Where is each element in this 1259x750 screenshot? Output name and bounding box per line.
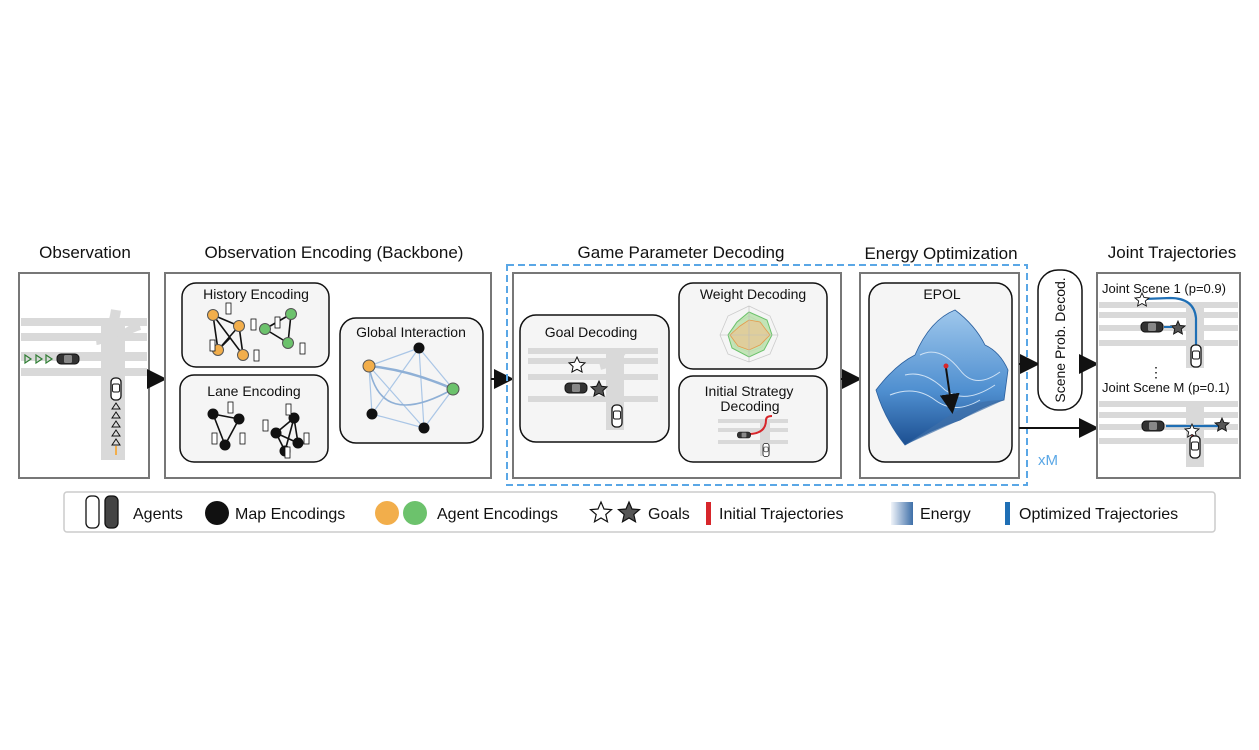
joint-scene-1-label: Joint Scene 1 (p=0.9)	[1102, 281, 1226, 296]
legend: Agents Map Encodings Agent Encodings Goa…	[63, 491, 1216, 533]
energy-surface-icon	[875, 309, 1009, 446]
history-triangles-icon	[24, 353, 54, 365]
feature-stack-icon	[209, 302, 306, 362]
global-interaction-label: Global Interaction	[356, 324, 466, 340]
initial-traj-legend-icon	[706, 502, 711, 525]
weight-decoding-label: Weight Decoding	[700, 286, 806, 302]
legend-agent-encodings: Agent Encodings	[437, 506, 558, 523]
car-white-icon	[110, 377, 122, 401]
car-black-icon	[56, 353, 80, 365]
scene-prob-box: Scene Prob. Decod.	[1037, 269, 1083, 411]
goal-star-white-icon	[567, 355, 587, 373]
radar-chart-icon	[719, 305, 779, 363]
legend-agents: Agents	[133, 506, 183, 523]
goal-decoding-box: Goal Decoding	[519, 314, 670, 443]
agent-node-icon	[207, 308, 297, 361]
history-encoding-box: History Encoding	[181, 282, 330, 368]
optimized-trajectory-icon	[1141, 296, 1198, 345]
lane-encoding-box: Lane Encoding	[179, 374, 329, 463]
stage-title-encoding: Observation Encoding (Backbone)	[205, 243, 464, 262]
energy-legend-icon	[891, 502, 913, 525]
legend-map: Map Encodings	[235, 506, 345, 523]
legend-goals: Goals	[648, 506, 690, 523]
weight-decoding-box: Weight Decoding	[678, 282, 828, 370]
legend-energy: Energy	[920, 506, 971, 523]
initial-trajectory-icon	[747, 415, 773, 435]
joint-panel: Joint Scene 1 (p=0.9) ⋮ Joint Scene M (p…	[1096, 272, 1241, 479]
history-encoding-label: History Encoding	[203, 286, 309, 302]
initial-strategy-label-1: Initial Strategy	[705, 383, 794, 399]
legend-optimized: Optimized Trajectories	[1019, 506, 1178, 523]
map-encoding-legend-icon	[205, 501, 229, 525]
agent-encoding-green-icon	[403, 501, 427, 525]
joint-scene-m-label: Joint Scene M (p=0.1)	[1102, 380, 1230, 395]
lane-encoding-label: Lane Encoding	[207, 383, 300, 399]
history-triangles-vertical-icon	[111, 402, 121, 446]
energy-panel: EPOL	[859, 272, 1020, 479]
goal-star-dark-icon	[589, 379, 609, 397]
agents-legend-icon	[85, 495, 119, 529]
observation-panel	[18, 272, 150, 479]
legend-initial: Initial Trajectories	[719, 506, 844, 523]
global-interaction-box: Global Interaction	[339, 317, 484, 444]
epol-label: EPOL	[923, 286, 961, 302]
initial-strategy-box: Initial Strategy Decoding	[678, 375, 828, 463]
encoding-panel: History Encoding	[164, 272, 492, 479]
stage-title-energy: Energy Optimization	[864, 244, 1017, 263]
repeat-label: xM	[1038, 452, 1058, 469]
goal-white-legend-icon	[589, 500, 613, 524]
stage-title-decoding: Game Parameter Decoding	[578, 243, 785, 262]
stage-title-joint: Joint Trajectories	[1108, 243, 1237, 262]
initial-strategy-label-2: Decoding	[720, 398, 779, 414]
decoding-panel: Goal Decoding Weight Decoding	[506, 264, 1028, 486]
joint-ellipsis: ⋮	[1149, 364, 1163, 380]
stage-title-observation: Observation	[39, 243, 131, 262]
scene-prob-label: Scene Prob. Decod.	[1052, 277, 1068, 402]
goal-dark-legend-icon	[617, 500, 641, 524]
agent-encoding-orange-icon	[375, 501, 399, 525]
optimized-traj-legend-icon	[1005, 502, 1010, 525]
goal-decoding-label: Goal Decoding	[545, 324, 638, 340]
